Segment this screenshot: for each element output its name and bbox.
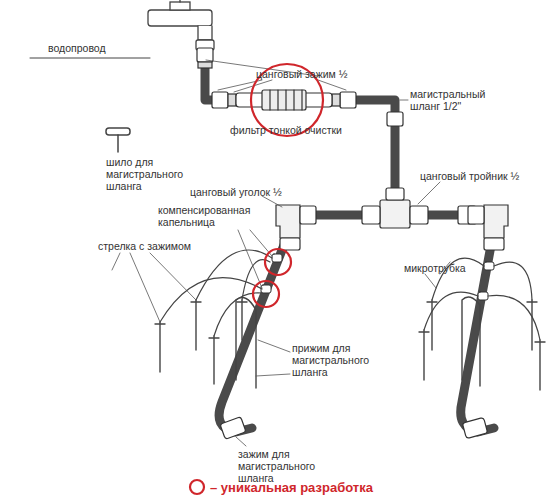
leader-lines	[112, 60, 450, 446]
collet-tee-label: цанговый тройник ½	[420, 170, 540, 182]
end-clamps	[220, 417, 488, 440]
legend-entry: – уникальная разработка	[188, 478, 373, 496]
legend-text: – уникальная разработка	[210, 480, 373, 495]
awl-icon	[106, 128, 130, 152]
legend-swatch	[188, 478, 206, 496]
hose-clamp-label: зажим для магистрального шланга	[238, 448, 348, 484]
main-hose-label: магистральный шланг 1/2"	[410, 88, 510, 112]
collet-elbow-label: цанговый уголок ½	[190, 186, 290, 198]
highlight-circles	[251, 64, 323, 307]
dripper-label: компенсированная капельница	[158, 204, 268, 228]
collet-clamp-label: цанговый зажим ½	[256, 68, 366, 80]
filter-label: фильтр тонкой очистки	[230, 124, 360, 136]
stake-label: стрелка с зажимом	[98, 240, 218, 252]
collet-fittings	[197, 48, 508, 250]
faucet	[148, 0, 214, 50]
main-hose	[205, 58, 495, 432]
hose-press-clips	[236, 297, 480, 388]
drippers	[261, 254, 494, 300]
stakes	[155, 300, 545, 390]
microtube-label: микротрубка	[404, 262, 494, 274]
water-supply-label: водопровод	[48, 42, 148, 54]
press-clip-label: прижим для магистрального шланга	[292, 342, 402, 378]
microtubes	[160, 250, 540, 340]
